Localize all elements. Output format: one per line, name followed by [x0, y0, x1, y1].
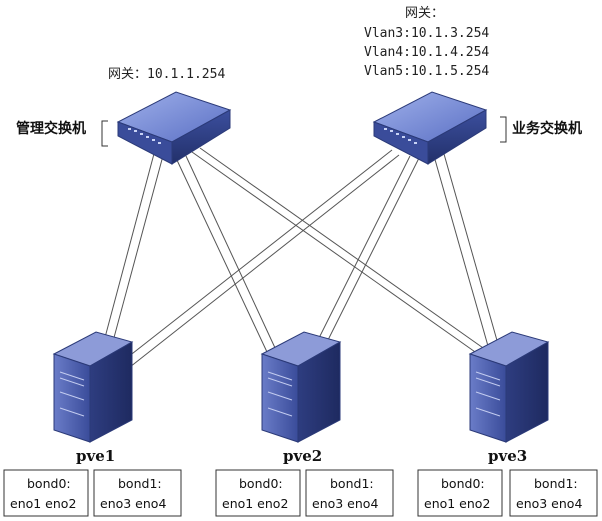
management-switch [116, 91, 232, 165]
biz-gateway-vlan3: Vlan3:10.1.3.254 [364, 26, 489, 41]
bond-title: bond0: [239, 476, 283, 491]
bond-group-pve3: bond0: eno1 eno2 bond1: eno3 eno4 [417, 469, 598, 517]
bond-title: bond0: [441, 476, 485, 491]
biz-label-bracket [500, 116, 507, 143]
cable-mgmt-pve2 [175, 155, 277, 353]
cable-biz-pve3 [433, 153, 499, 347]
cable-biz-pve2 [317, 155, 420, 343]
server-pve3 [468, 331, 550, 443]
bond-group-pve2: bond0: eno1 eno2 bond1: eno3 eno4 [215, 469, 394, 517]
bond-box [305, 469, 394, 517]
biz-gateway-vlan5: Vlan5:10.1.5.254 [364, 64, 489, 79]
bond-box [93, 469, 182, 517]
mgmt-switch-label: 管理交换机 [16, 120, 86, 137]
bond-title: bond0: [27, 476, 71, 491]
server-pve1 [52, 331, 134, 443]
host-name-pve1: pve1 [76, 447, 115, 465]
bond-box [417, 469, 503, 517]
bond-ports: eno3 eno4 [516, 496, 582, 511]
business-switch [372, 91, 488, 165]
bond-ports: eno3 eno4 [100, 496, 166, 511]
cable-biz-pve1 [127, 149, 400, 368]
cable-mgmt-pve1 [102, 149, 165, 346]
biz-gateway-title: 网关： [405, 6, 444, 21]
mgmt-gateway-line: 网关：10.1.1.254 [108, 67, 225, 82]
bond-box [215, 469, 301, 517]
bond-ports: eno3 eno4 [312, 496, 378, 511]
bond-ports: eno1 eno2 [222, 496, 288, 511]
bond-title: bond1: [534, 476, 578, 491]
server-pve2 [260, 331, 342, 443]
host-name-pve2: pve2 [283, 447, 322, 465]
bond-ports: eno1 eno2 [10, 496, 76, 511]
bond-box [509, 469, 598, 517]
bond-title: bond1: [330, 476, 374, 491]
biz-gateway-vlan4: Vlan4:10.1.4.254 [364, 45, 489, 60]
host-name-pve3: pve3 [488, 447, 527, 465]
mgmt-label-bracket [101, 120, 108, 147]
bond-title: bond1: [118, 476, 162, 491]
biz-switch-label: 业务交换机 [512, 120, 582, 137]
bond-group-pve1: bond0: eno1 eno2 bond1: eno3 eno4 [3, 469, 182, 517]
cables [102, 147, 499, 368]
cable-mgmt-pve3 [191, 147, 487, 355]
bond-ports: eno1 eno2 [424, 496, 490, 511]
bond-box [3, 469, 89, 517]
